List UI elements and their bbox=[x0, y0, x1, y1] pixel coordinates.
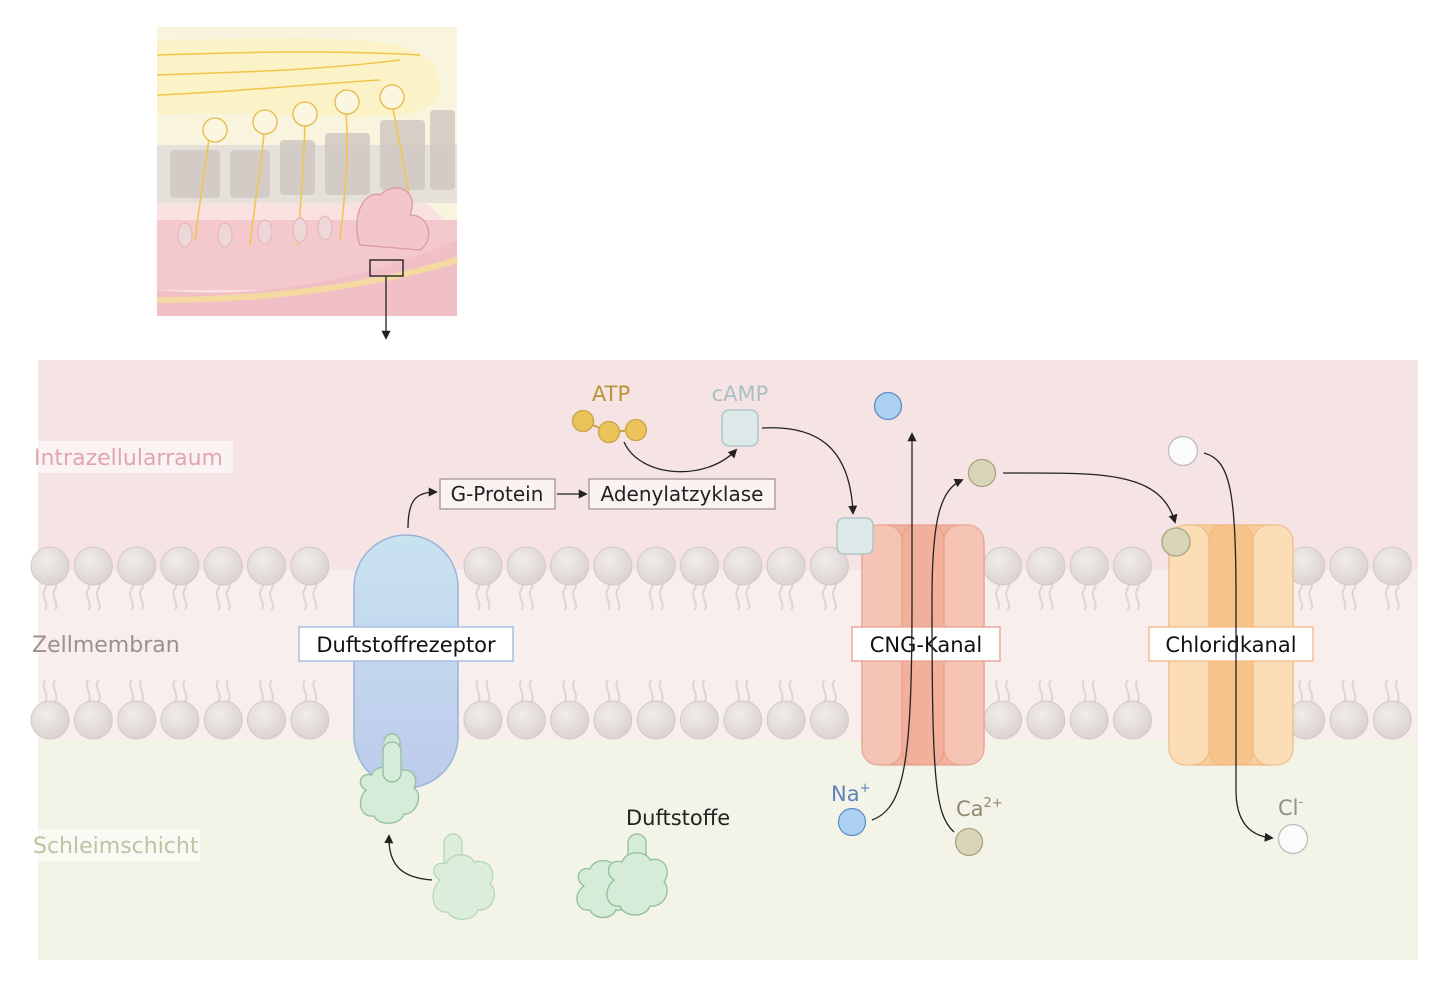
lipid-head bbox=[1069, 700, 1109, 740]
lipid-head bbox=[30, 546, 70, 586]
lipid-head bbox=[680, 700, 719, 740]
sodium-label: Na+ bbox=[831, 781, 870, 806]
lipid-head bbox=[636, 546, 676, 586]
lipid-head bbox=[1329, 700, 1369, 740]
chloride-channel: Chloridkanal bbox=[1148, 524, 1314, 766]
calcium-to-chloride-arrow bbox=[1002, 472, 1178, 524]
lipid-head bbox=[290, 700, 330, 740]
lipid-head bbox=[1372, 546, 1412, 586]
calcium-bound bbox=[1161, 527, 1191, 557]
lipid-head bbox=[766, 700, 806, 740]
lipid-head bbox=[160, 546, 200, 586]
lipid-head bbox=[1113, 700, 1152, 740]
camp-label: cAMP bbox=[712, 382, 769, 406]
lipid-head bbox=[290, 546, 330, 586]
signal-cascade: G-Protein Adenylatzyklase ATP cAMP bbox=[407, 382, 858, 529]
camp-bound bbox=[836, 517, 874, 555]
lipid-head bbox=[766, 546, 806, 586]
lipid-head bbox=[117, 546, 157, 586]
bound-odorant bbox=[359, 766, 420, 824]
lipid-head bbox=[30, 700, 70, 740]
lipid-head bbox=[506, 700, 546, 740]
lipid-head bbox=[1113, 546, 1152, 586]
odorants-label: Duftstoffe bbox=[626, 806, 730, 830]
odorant-receptor: Duftstoffrezeptor bbox=[298, 534, 514, 824]
chloride-channel-label: Chloridkanal bbox=[1165, 633, 1296, 657]
calcium-label: Ca2+ bbox=[956, 796, 1003, 821]
lipid-head bbox=[247, 546, 286, 586]
lipid-head bbox=[550, 546, 590, 586]
chloride-label: Cl- bbox=[1278, 795, 1304, 820]
mucus-layer bbox=[38, 740, 1418, 960]
cng-channel-label: CNG-Kanal bbox=[870, 633, 983, 657]
region-labels: Intrazellularraum Zellmembran Schleimsch… bbox=[30, 441, 233, 861]
lipid-head bbox=[506, 546, 546, 586]
lipid-head bbox=[73, 546, 113, 586]
atp-to-camp-arrow bbox=[623, 441, 738, 473]
sodium-ion-inside bbox=[873, 391, 903, 421]
odorant-molecule bbox=[576, 833, 668, 919]
membrane-label: Zellmembran bbox=[32, 633, 180, 658]
g-protein-label: G-Protein bbox=[451, 482, 544, 506]
lipid-head bbox=[680, 546, 719, 586]
lipid-head bbox=[1026, 700, 1066, 740]
lipid-head bbox=[983, 700, 1023, 740]
intracellular-label: Intrazellularraum bbox=[34, 446, 223, 471]
lipid-head bbox=[117, 700, 157, 740]
chloride-efflux-arrow bbox=[1203, 452, 1274, 842]
lipid-bilayer bbox=[30, 546, 1412, 740]
lipid-head bbox=[160, 700, 200, 740]
chloride-ion-inside bbox=[1167, 435, 1199, 467]
atp-molecule bbox=[571, 409, 648, 444]
lipid-head bbox=[593, 700, 633, 740]
sodium-ion-outside bbox=[837, 807, 867, 837]
lipid-head bbox=[463, 546, 503, 586]
cng-channel: CNG-Kanal bbox=[836, 517, 1001, 766]
lipid-head bbox=[203, 546, 243, 586]
adenylyl-cyclase-label: Adenylatzyklase bbox=[601, 482, 764, 506]
lipid-head bbox=[550, 700, 590, 740]
lipid-head bbox=[203, 700, 243, 740]
lipid-head bbox=[1026, 546, 1066, 586]
binding-arrow bbox=[384, 834, 433, 881]
receptor-to-gprotein-arrow bbox=[407, 487, 438, 529]
odorant-molecule bbox=[432, 833, 495, 920]
calcium-ion-outside bbox=[954, 827, 984, 857]
lipid-head bbox=[809, 700, 849, 740]
calcium-influx-arrow bbox=[931, 478, 964, 833]
sodium-influx-arrow bbox=[871, 432, 917, 821]
free-odorants: Duftstoffe bbox=[384, 806, 730, 920]
lipid-head bbox=[983, 546, 1023, 586]
receptor-label: Duftstoffrezeptor bbox=[316, 633, 496, 657]
lipid-head bbox=[1372, 700, 1412, 740]
lipid-head bbox=[593, 546, 633, 586]
lipid-head bbox=[247, 700, 286, 740]
atp-label: ATP bbox=[592, 382, 630, 406]
lipid-head bbox=[1069, 546, 1109, 586]
lipid-head bbox=[1329, 546, 1369, 586]
camp-molecule bbox=[721, 409, 759, 447]
camp-to-cng-arrow bbox=[761, 427, 858, 515]
lipid-head bbox=[636, 700, 676, 740]
lipid-head bbox=[723, 700, 763, 740]
lipid-head bbox=[809, 546, 849, 586]
adenylyl-cyclase-box bbox=[588, 478, 776, 510]
lipid-head bbox=[723, 546, 763, 586]
g-protein-box bbox=[439, 478, 556, 510]
ion-flows: Na+ Ca2+ Cl- bbox=[831, 391, 1309, 857]
calcium-ion-inside bbox=[967, 458, 997, 488]
lipid-head bbox=[463, 700, 503, 740]
tissue-overview-inset bbox=[156, 27, 458, 340]
chloride-ion-outside bbox=[1277, 823, 1309, 855]
mucus-label: Schleimschicht bbox=[33, 834, 199, 859]
lipid-head bbox=[73, 700, 113, 740]
